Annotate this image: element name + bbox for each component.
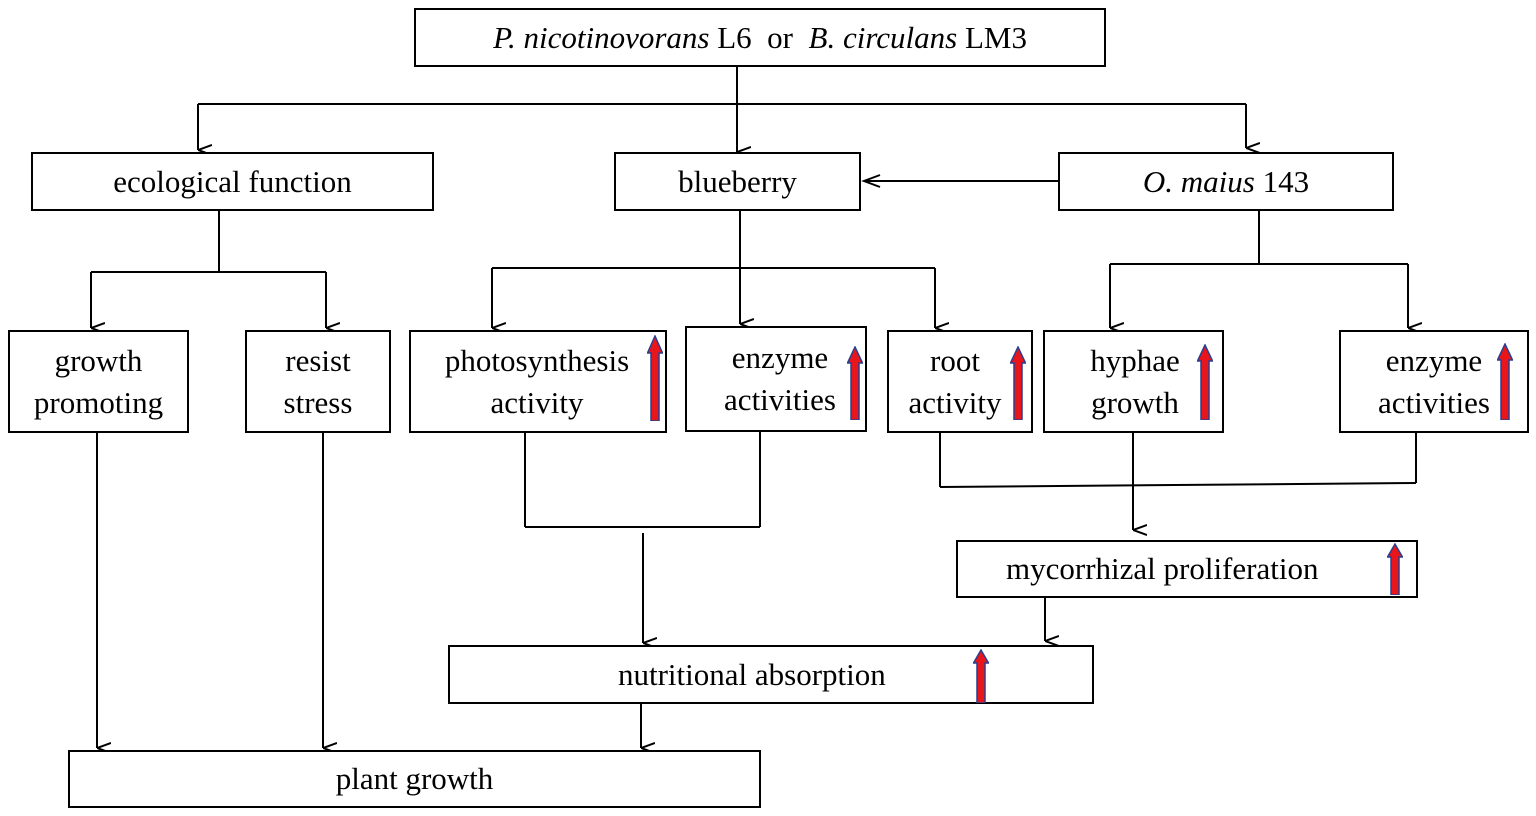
up-arrow-icon — [1197, 344, 1213, 420]
o-maius-species: O. maius — [1142, 163, 1255, 199]
plant-growth-label: plant growth — [335, 761, 494, 796]
node-blueberry: blueberry — [614, 152, 861, 211]
source-species-b: B. circulans — [808, 19, 958, 55]
resist-stress-line-1: resist — [285, 342, 351, 378]
hyphae-growth-line-2: growth — [1091, 384, 1179, 420]
node-source: P. nicotinovorans L6 or B. circulans LM3 — [414, 8, 1106, 67]
enzyme-blueberry-line-1: enzyme — [731, 340, 829, 375]
growth-promoting-line-1: growth — [54, 342, 143, 378]
node-hyphae-growth: hyphae growth — [1043, 330, 1224, 433]
enzyme-o-maius-line-1: enzyme — [1385, 342, 1483, 378]
arrowhead-omaius-to-blueberry — [861, 174, 881, 188]
node-photosynthesis-activity: photosynthesis activity — [409, 330, 667, 433]
node-mycorrhizal-proliferation: mycorrhizal proliferation — [956, 540, 1418, 598]
root-activity-line-1: root — [930, 342, 980, 378]
node-ecological-function: ecological function — [31, 152, 434, 211]
resist-stress-line-2: stress — [283, 384, 353, 420]
hyphae-growth-line-1: hyphae — [1090, 342, 1180, 378]
node-root-activity: root activity — [887, 330, 1033, 433]
mycorrhizal-label: mycorrhizal proliferation — [1006, 551, 1319, 586]
nutritional-label: nutritional absorption — [618, 656, 886, 692]
growth-promoting-line-2: promoting — [33, 384, 164, 420]
connector-merge-right — [939, 482, 1417, 488]
photosynthesis-line-2: activity — [490, 384, 584, 420]
up-arrow-icon — [847, 346, 863, 420]
source-strain-b: LM3 — [964, 19, 1027, 55]
source-strain-a: L6 or — [717, 19, 801, 55]
up-arrow-icon — [1497, 343, 1513, 420]
enzyme-blueberry-line-2: activities — [724, 382, 836, 417]
source-species-a: P. nicotinovorans — [493, 19, 710, 55]
up-arrow-icon — [973, 649, 989, 703]
photosynthesis-line-1: photosynthesis — [444, 342, 630, 378]
root-activity-line-2: activity — [908, 384, 1002, 420]
node-enzyme-activities-o-maius: enzyme activities — [1339, 330, 1529, 433]
node-resist-stress: resist stress — [245, 330, 391, 433]
blueberry-label: blueberry — [678, 163, 797, 199]
up-arrow-icon — [1010, 346, 1026, 420]
node-growth-promoting: growth promoting — [8, 330, 189, 433]
node-nutritional-absorption: nutritional absorption — [448, 645, 1094, 704]
ecological-function-label: ecological function — [113, 163, 352, 199]
o-maius-strain: 143 — [1262, 163, 1310, 199]
up-arrow-icon — [647, 335, 663, 421]
enzyme-o-maius-line-2: activities — [1378, 384, 1490, 420]
node-plant-growth: plant growth — [68, 750, 761, 808]
up-arrow-icon — [1387, 543, 1403, 595]
node-o-maius: O. maius 143 — [1058, 152, 1394, 211]
node-enzyme-activities-blueberry: enzyme activities — [685, 326, 867, 432]
